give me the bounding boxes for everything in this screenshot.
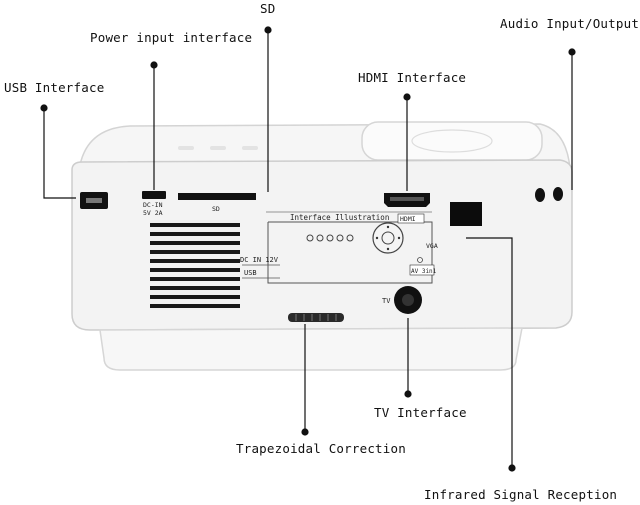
infrared-receiver — [450, 202, 482, 226]
callout-tv: TV Interface — [374, 405, 467, 420]
illustration-hdmi-label: HDMI — [400, 215, 416, 223]
illustration-title: Interface Illustration — [290, 213, 389, 222]
tv-jack-label: TV — [382, 297, 391, 305]
audio-jack-2 — [553, 187, 563, 201]
lens-housing — [362, 122, 542, 160]
usb-leader — [44, 108, 76, 198]
callout-sd: SD — [260, 1, 275, 16]
dc-in-label: DC-IN — [143, 201, 163, 209]
callout-trapezoidal: Trapezoidal Correction — [236, 441, 406, 456]
callout-infrared: Infrared Signal Reception — [424, 487, 617, 502]
dc-volt-label: 5V 2A — [143, 209, 163, 217]
illustration-av-label: AV 3in1 — [411, 268, 437, 275]
sd-slot — [178, 193, 256, 200]
callout-hdmi: HDMI Interface — [358, 70, 466, 85]
illustration-dc-label: DC IN 12V — [240, 256, 279, 264]
projector-body — [72, 160, 572, 330]
callout-power-input: Power input interface — [90, 30, 252, 45]
audio-jack-1 — [535, 188, 545, 202]
projector-base — [100, 328, 522, 370]
illustration-usb-label: USB — [244, 269, 257, 277]
dc-in-port — [142, 191, 166, 199]
sd-slot-label: SD — [212, 205, 220, 213]
callout-usb: USB Interface — [4, 80, 104, 95]
illustration-vga-label: VGA — [426, 242, 438, 250]
callout-audio: Audio Input/Output — [500, 16, 639, 31]
